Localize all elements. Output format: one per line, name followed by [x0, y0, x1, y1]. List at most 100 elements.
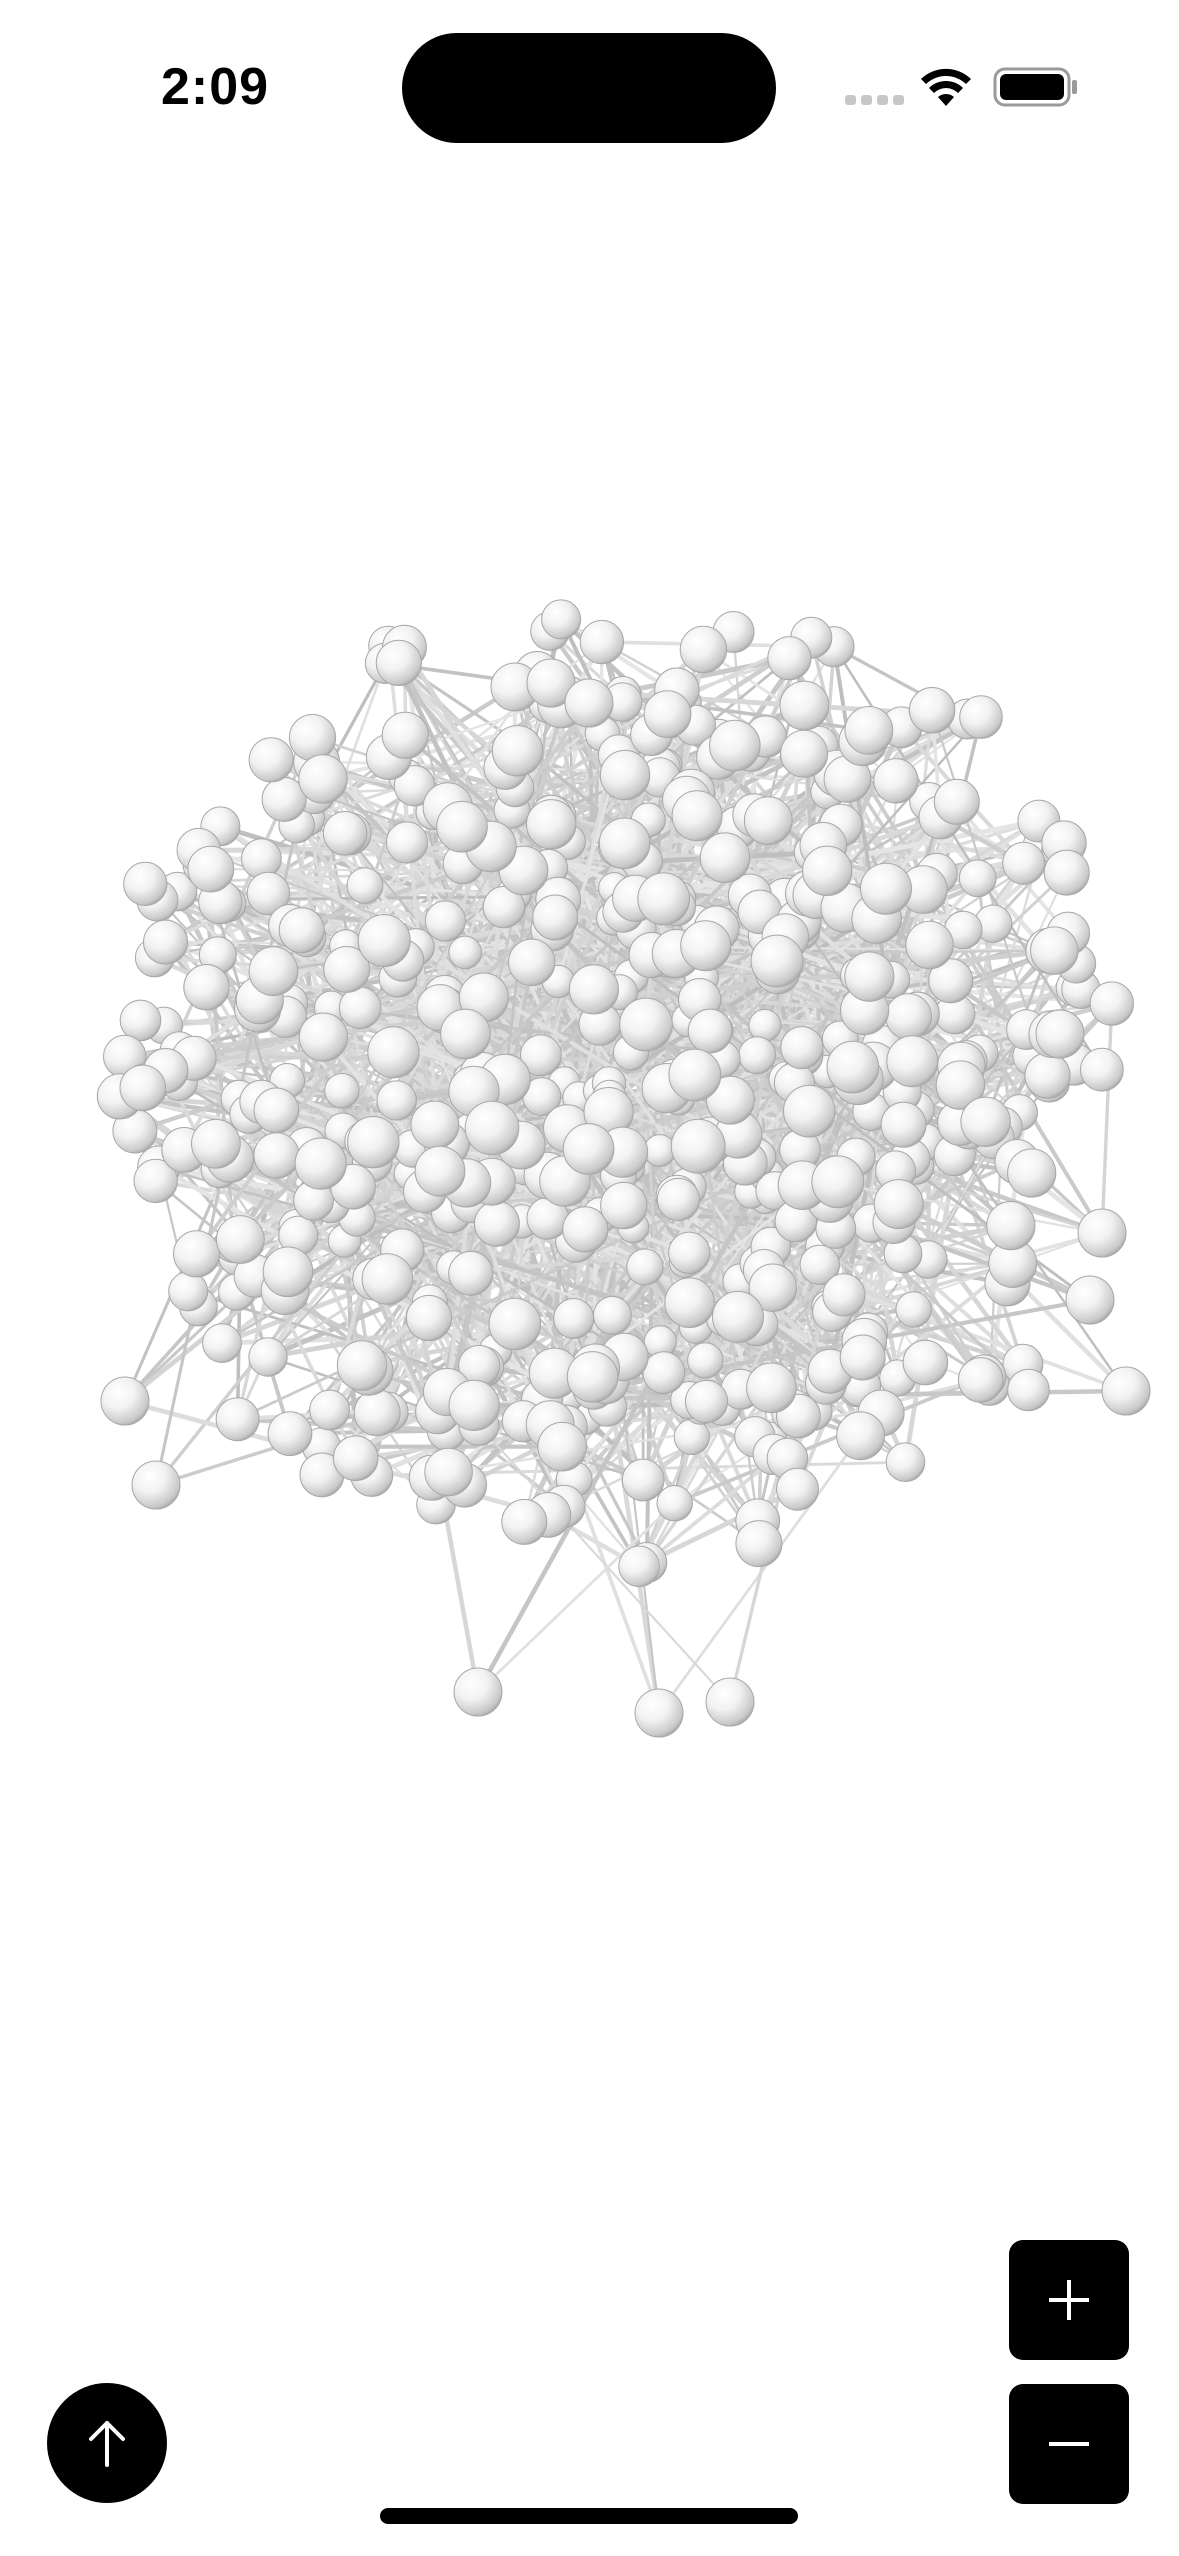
graph-node[interactable]: [385, 821, 429, 864]
graph-node[interactable]: [779, 680, 830, 731]
graph-node[interactable]: [1077, 1208, 1127, 1258]
graph-node[interactable]: [1007, 1148, 1057, 1198]
graph-node[interactable]: [464, 1100, 520, 1156]
graph-node[interactable]: [294, 1137, 347, 1190]
zoom-in-button[interactable]: [1009, 2240, 1129, 2360]
graph-node[interactable]: [248, 1337, 288, 1377]
scroll-up-button[interactable]: [47, 2383, 167, 2503]
graph-node[interactable]: [886, 1035, 939, 1088]
graph-node[interactable]: [673, 1418, 710, 1456]
graph-node[interactable]: [780, 729, 829, 778]
graph-node[interactable]: [323, 946, 371, 993]
graph-node[interactable]: [928, 958, 974, 1004]
graph-node[interactable]: [671, 790, 723, 842]
graph-node[interactable]: [844, 706, 894, 755]
graph-node[interactable]: [332, 1435, 379, 1481]
network-graph[interactable]: [0, 170, 1179, 2310]
graph-node[interactable]: [664, 1277, 715, 1328]
graph-node[interactable]: [336, 1340, 388, 1391]
graph-node[interactable]: [173, 1230, 221, 1278]
graph-node[interactable]: [1007, 1368, 1050, 1412]
graph-node[interactable]: [634, 1688, 684, 1738]
graph-node[interactable]: [376, 1080, 417, 1121]
graph-node[interactable]: [202, 1323, 242, 1363]
graph-node[interactable]: [338, 986, 382, 1030]
graph-node[interactable]: [908, 687, 956, 734]
graph-node[interactable]: [885, 993, 932, 1040]
graph-node[interactable]: [618, 1545, 660, 1588]
graph-node[interactable]: [215, 1397, 260, 1442]
graph-node[interactable]: [643, 690, 692, 738]
graph-node[interactable]: [839, 1334, 886, 1381]
graph-node[interactable]: [598, 817, 651, 870]
graph-node[interactable]: [246, 871, 291, 916]
graph-node[interactable]: [902, 1339, 949, 1386]
graph-node[interactable]: [191, 1118, 241, 1169]
graph-node[interactable]: [216, 1215, 265, 1264]
graph-node[interactable]: [241, 838, 282, 880]
graph-node[interactable]: [309, 1389, 351, 1431]
graph-node[interactable]: [448, 1379, 500, 1432]
graph-node[interactable]: [738, 1036, 777, 1075]
graph-node[interactable]: [958, 859, 997, 898]
graph-node[interactable]: [885, 1442, 926, 1482]
graph-node[interactable]: [143, 919, 188, 965]
graph-node[interactable]: [960, 1096, 1011, 1147]
graph-node[interactable]: [532, 894, 579, 941]
graph-node[interactable]: [746, 1362, 797, 1414]
graph-node[interactable]: [670, 1118, 726, 1174]
graph-node[interactable]: [133, 1158, 178, 1204]
graph-node[interactable]: [643, 1134, 677, 1167]
graph-node[interactable]: [168, 1271, 209, 1312]
graph-node[interactable]: [668, 1231, 711, 1275]
graph-node[interactable]: [642, 1351, 686, 1395]
graph-node[interactable]: [564, 678, 614, 728]
graph-node[interactable]: [119, 999, 162, 1042]
graph-node[interactable]: [836, 1411, 885, 1461]
graph-node[interactable]: [579, 619, 625, 665]
graph-node[interactable]: [933, 778, 980, 825]
graph-node[interactable]: [436, 800, 488, 853]
graph-node[interactable]: [448, 935, 482, 970]
graph-node[interactable]: [873, 1179, 924, 1230]
graph-node[interactable]: [705, 1677, 755, 1727]
graph-node[interactable]: [393, 765, 436, 807]
graph-node[interactable]: [424, 1447, 473, 1497]
graph-node[interactable]: [119, 1064, 167, 1112]
graph-node[interactable]: [278, 907, 325, 954]
graph-node[interactable]: [414, 1145, 466, 1197]
graph-node[interactable]: [440, 1008, 491, 1060]
graph-node[interactable]: [100, 1376, 150, 1426]
graph-node[interactable]: [131, 1460, 181, 1510]
graph-node[interactable]: [568, 964, 620, 1015]
graph-node[interactable]: [735, 1520, 783, 1568]
graph-node[interactable]: [844, 951, 895, 1002]
graph-node[interactable]: [405, 1294, 453, 1342]
zoom-out-button[interactable]: [1009, 2384, 1129, 2504]
graph-node[interactable]: [262, 1246, 314, 1298]
graph-node[interactable]: [712, 1290, 764, 1343]
graph-node[interactable]: [780, 1026, 824, 1070]
graph-node[interactable]: [668, 1048, 722, 1102]
graph-node[interactable]: [799, 1244, 840, 1286]
graph-node[interactable]: [501, 1498, 548, 1545]
graph-node[interactable]: [346, 867, 384, 904]
graph-node[interactable]: [776, 1467, 819, 1511]
graph-node[interactable]: [905, 920, 954, 970]
graph-node[interactable]: [637, 872, 691, 926]
graph-node[interactable]: [1080, 1047, 1124, 1092]
graph-node[interactable]: [267, 1411, 313, 1457]
graph-node[interactable]: [347, 1116, 400, 1169]
graph-node[interactable]: [1101, 1366, 1151, 1416]
graph-node[interactable]: [488, 1297, 542, 1351]
graph-node[interactable]: [298, 754, 348, 804]
graph-node[interactable]: [826, 1040, 880, 1094]
graph-node[interactable]: [600, 1181, 648, 1230]
graph-node[interactable]: [123, 861, 168, 907]
graph-node[interactable]: [748, 1008, 782, 1042]
graph-node[interactable]: [619, 997, 673, 1052]
graph-node[interactable]: [895, 1291, 932, 1328]
graph-node[interactable]: [367, 1026, 420, 1079]
graph-node[interactable]: [1043, 849, 1090, 896]
graph-node[interactable]: [621, 1458, 665, 1502]
